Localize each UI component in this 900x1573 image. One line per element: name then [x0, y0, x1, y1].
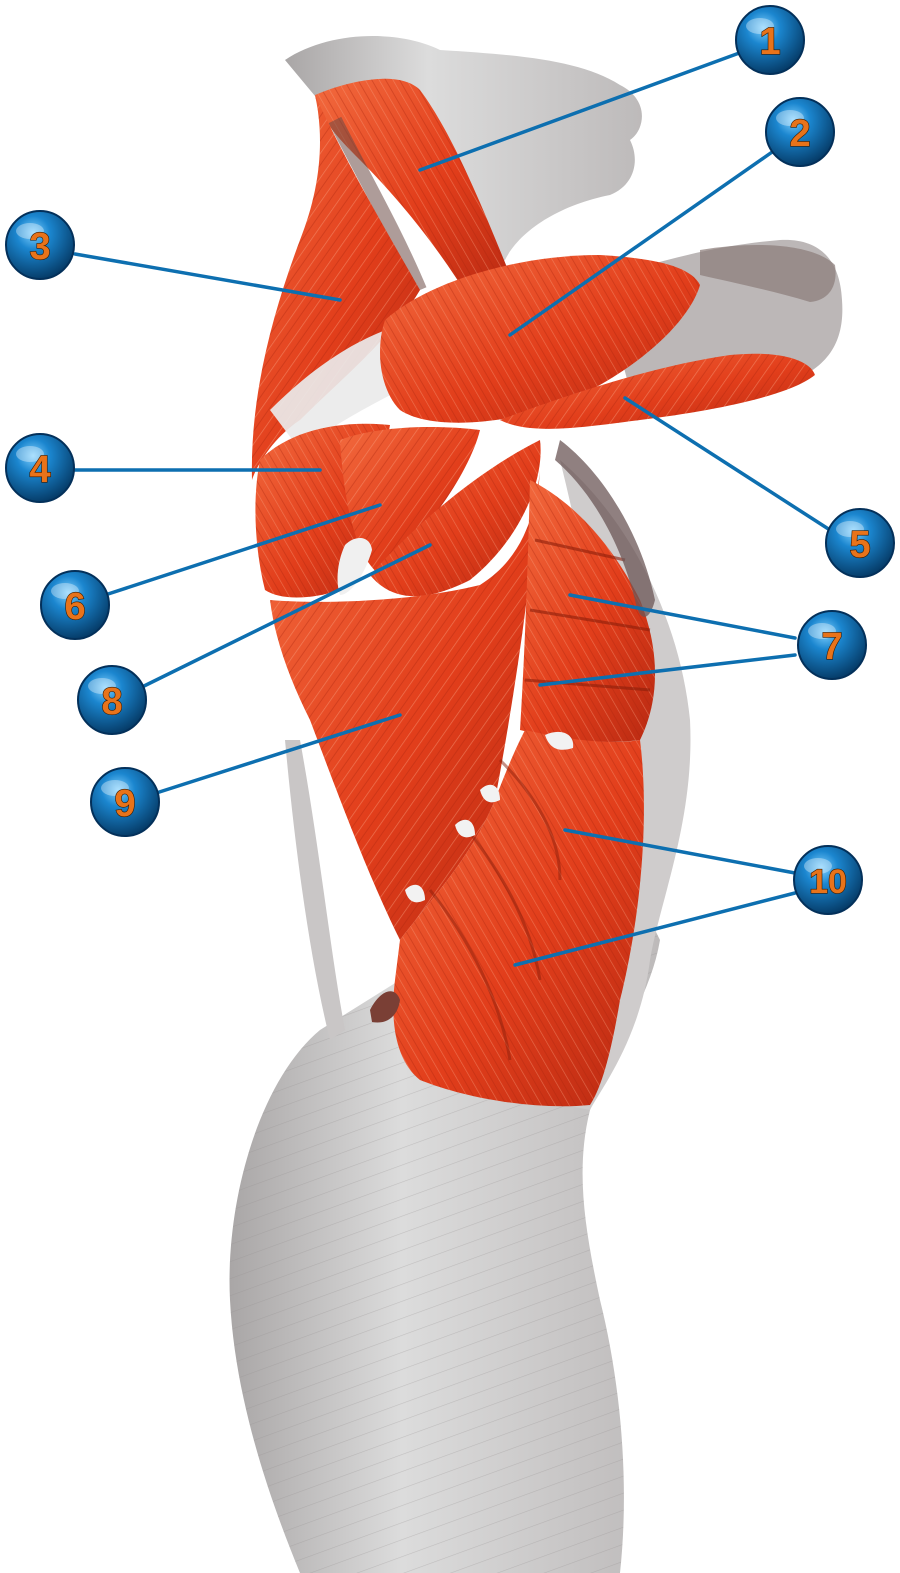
marker-9: 9	[90, 767, 160, 837]
leader-line-7b	[538, 653, 797, 687]
marker-label-7: 7	[821, 626, 842, 668]
marker-label-4: 4	[29, 449, 50, 491]
leader-line-10a	[563, 828, 797, 875]
number-markers: 1 2 3 4 5 6 7	[5, 5, 895, 915]
leader-line-10b	[513, 891, 797, 967]
marker-5: 5	[825, 508, 895, 578]
marker-label-10: 10	[809, 863, 847, 901]
leader-line-5	[623, 396, 832, 532]
marker-label-8: 8	[101, 681, 122, 723]
leader-lines	[73, 50, 832, 967]
marker-2: 2	[765, 97, 835, 167]
marker-3: 3	[5, 210, 75, 280]
muscles	[251, 78, 815, 1107]
leader-line-1	[418, 50, 744, 172]
leader-line-9	[148, 713, 402, 797]
leader-line-2	[508, 148, 777, 337]
marker-8: 8	[77, 665, 147, 735]
marker-6: 6	[40, 570, 110, 640]
leader-line-3	[73, 252, 342, 302]
leader-line-7a	[568, 593, 797, 640]
back-skin	[285, 740, 345, 1040]
leader-line-8	[138, 543, 432, 690]
marker-1: 1	[735, 5, 805, 75]
marker-10: 10	[793, 845, 863, 915]
marker-label-3: 3	[29, 226, 50, 268]
marker-4: 4	[5, 433, 75, 503]
marker-label-6: 6	[64, 586, 85, 628]
marker-label-9: 9	[114, 783, 135, 825]
marker-label-2: 2	[789, 113, 810, 155]
leader-line-6	[103, 503, 382, 597]
marker-label-5: 5	[849, 524, 870, 566]
marker-label-1: 1	[759, 21, 780, 63]
marker-7: 7	[797, 610, 867, 680]
